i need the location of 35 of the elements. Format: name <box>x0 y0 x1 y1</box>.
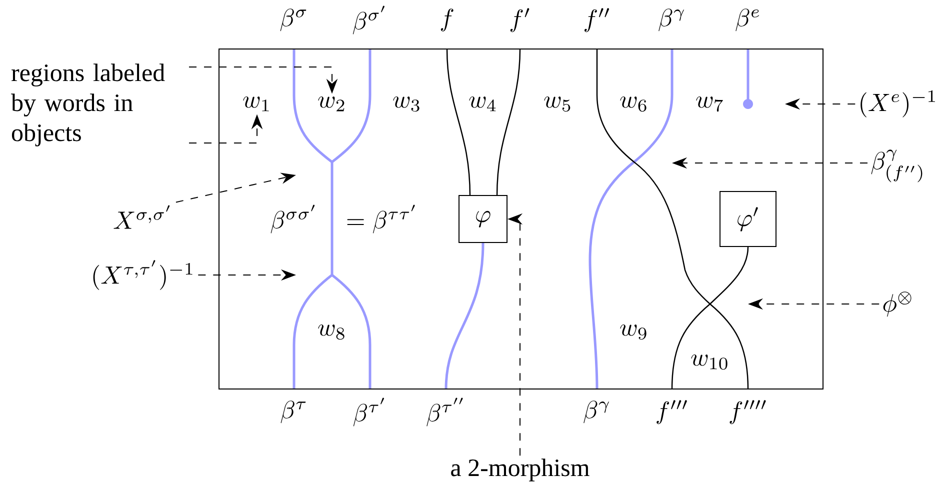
annotation-text: a 2-morphism <box>451 458 590 482</box>
math-label: $\beta^{\tau}$ <box>280 400 306 424</box>
math-label: $w_8$ <box>318 324 344 340</box>
annotation-formula: $\beta^{\gamma}_{(f'')}$ <box>871 150 922 182</box>
math-label: $\beta^{\tau'}$ <box>353 398 384 426</box>
annotation-text: regions labeled by words in objects <box>11 64 165 146</box>
math-label: $f''$ <box>584 8 610 32</box>
region-label: $w_2$ <box>318 96 344 112</box>
math-label: $w_7$ <box>696 96 723 112</box>
math-label: $\beta^{\sigma}$ <box>280 8 306 32</box>
math-label: $\beta^{\gamma}$ <box>658 8 684 32</box>
math-label: $\beta^{\sigma\sigma'}$ <box>270 204 315 234</box>
math-label: $= \beta^{\tau\tau'}$ <box>347 204 415 234</box>
math-label: $\beta^{\sigma'}$ <box>352 6 384 34</box>
diagram-frame <box>218 48 824 390</box>
math-label: $\beta^{e}$ <box>736 8 760 32</box>
morphism-box: $\varphi'$ <box>720 191 776 247</box>
annotation-formula: $X^{\sigma,\sigma'}$ <box>114 205 170 229</box>
math-label: $w_3$ <box>393 96 420 112</box>
math-label: $f'''$ <box>656 400 687 424</box>
math-label: $w_6$ <box>620 96 646 112</box>
region-label: $w_1$ <box>243 96 269 112</box>
math-label: $w_9$ <box>620 324 646 340</box>
math-label: $f''''$ <box>730 400 766 424</box>
math-label: $\beta^{\gamma}$ <box>584 400 610 424</box>
annotation-formula: $(X^{\tau,\tau'})^{-1}$ <box>93 260 192 290</box>
math-label: $f$ <box>440 8 454 32</box>
math-label: $w_5$ <box>544 96 570 112</box>
annotation-formula: $\phi^{\otimes}$ <box>883 292 912 317</box>
math-label: $w_{10}$ <box>691 354 728 370</box>
math-label: $w_4$ <box>469 96 496 112</box>
math-label: $f'$ <box>510 8 530 32</box>
morphism-box: $\varphi$ <box>458 195 508 243</box>
annotation-formula: $(X^{e})^{-1}$ <box>860 90 935 118</box>
math-label: $\beta^{\tau''}$ <box>426 398 463 426</box>
